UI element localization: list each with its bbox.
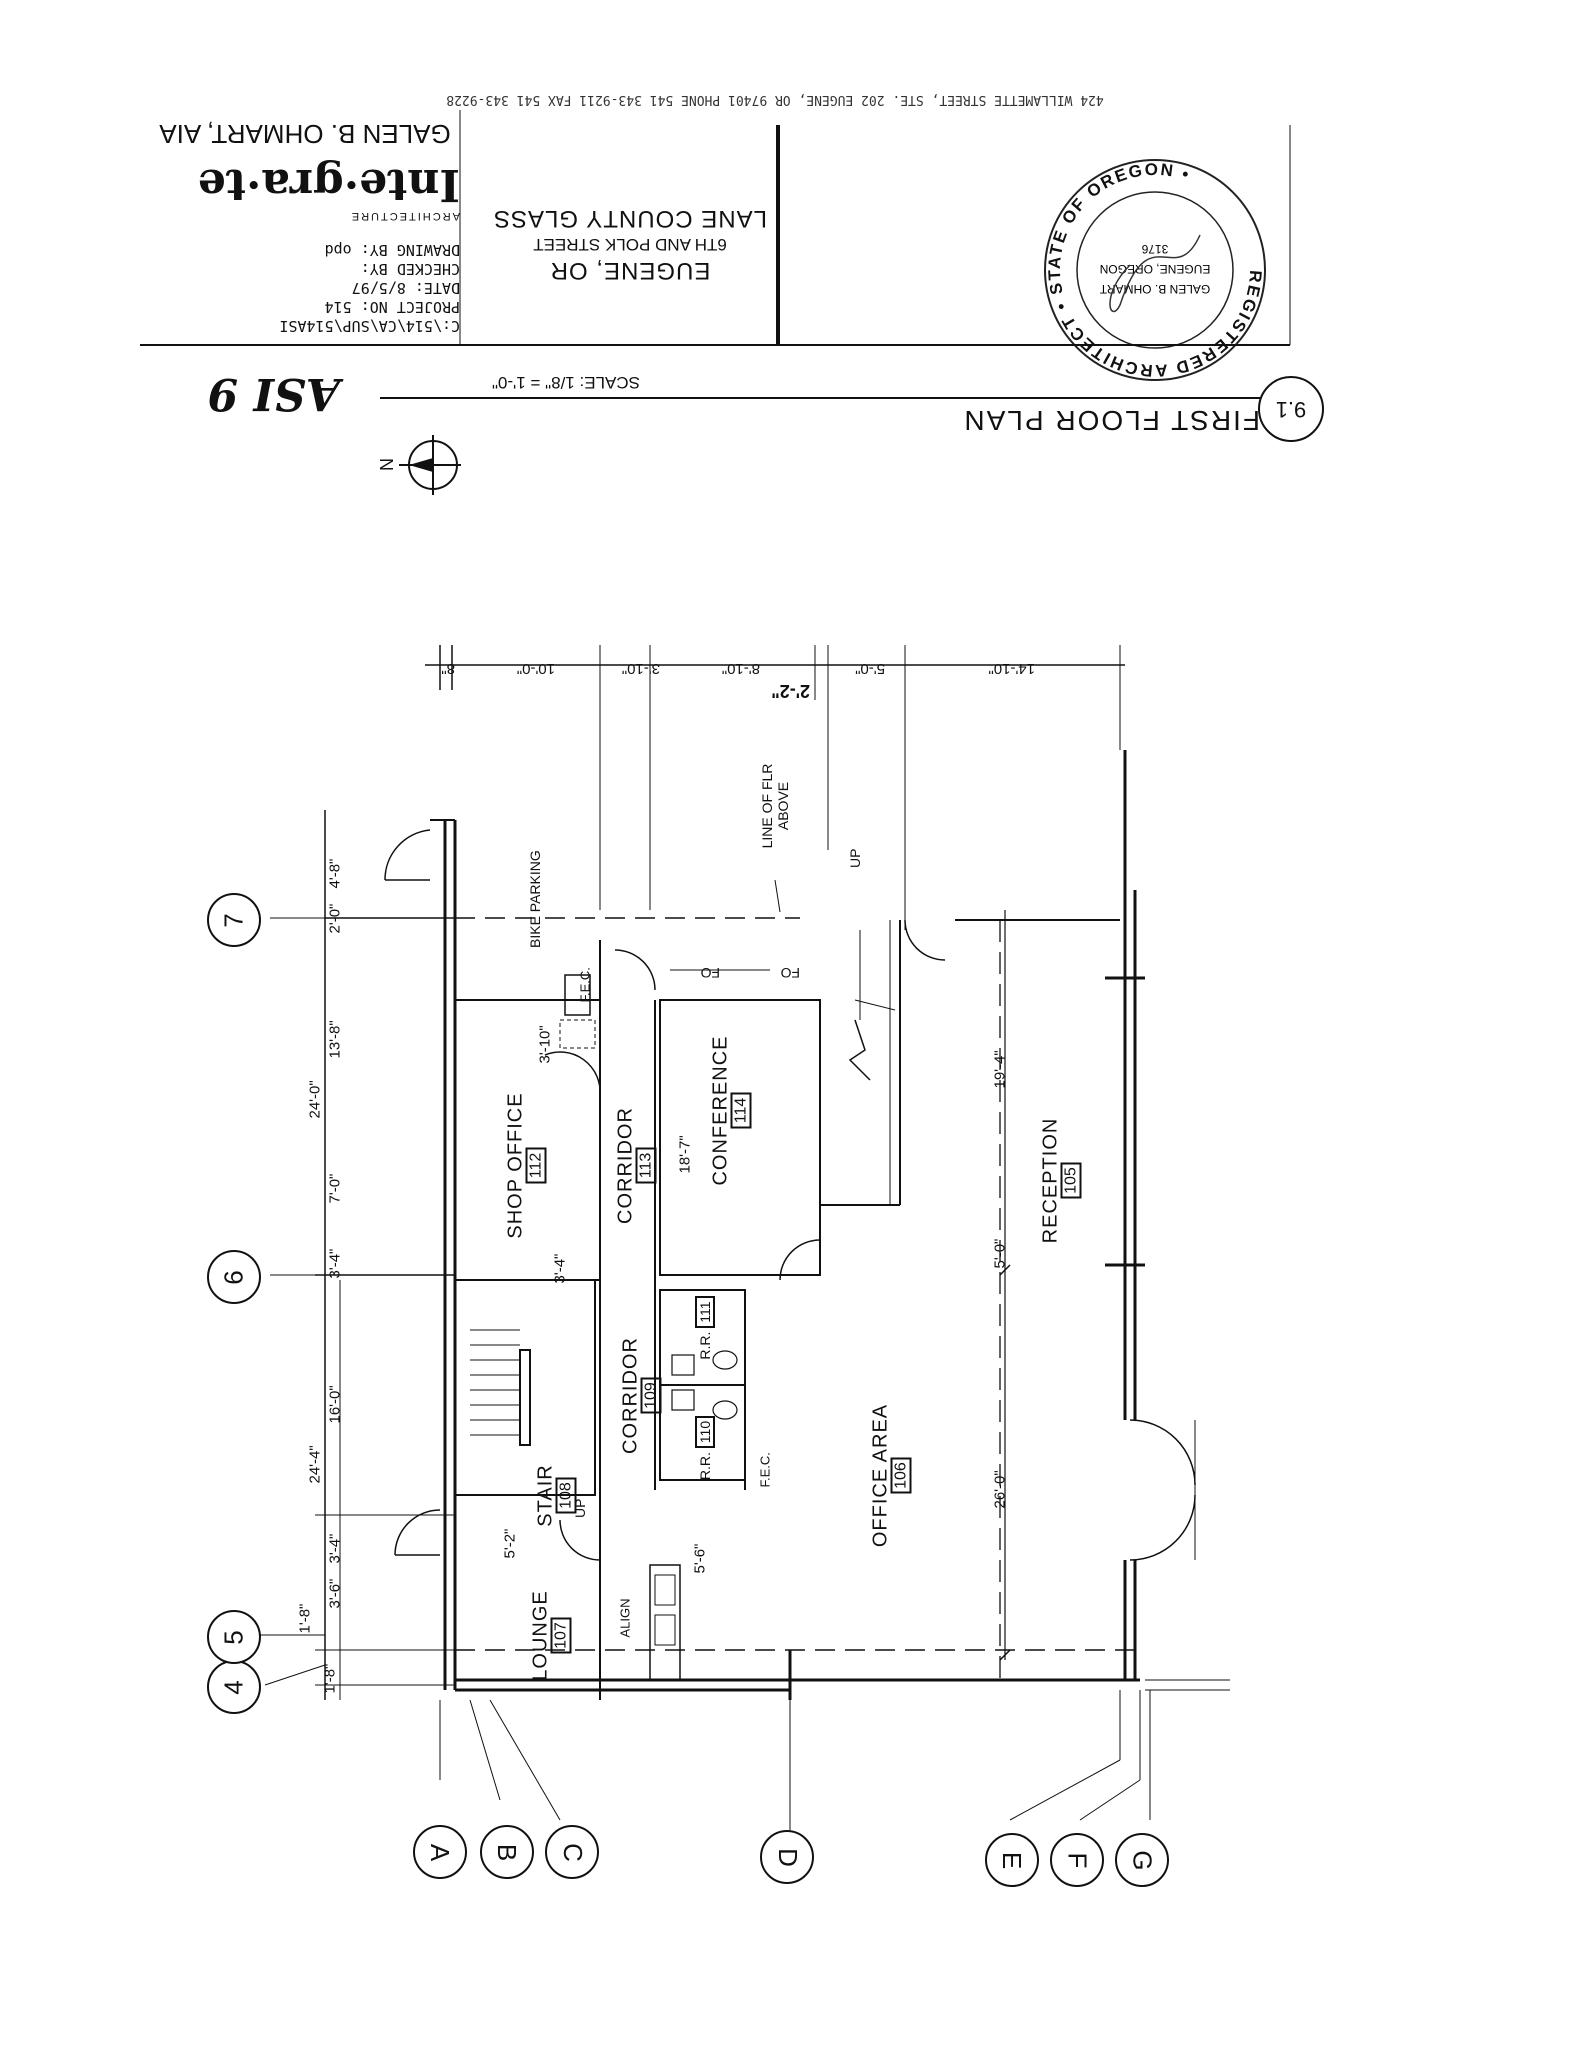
grid-bubble-E: E: [985, 1833, 1039, 1887]
dim-top-3-10: 3'-10": [621, 660, 660, 677]
dim-left-3-4a: 3'-4": [326, 1248, 344, 1279]
line-of-floor-label: LINE OF FLR ABOVE: [759, 763, 791, 849]
room-number: 105: [1060, 1162, 1082, 1199]
room-name: OFFICE AREA: [869, 1403, 892, 1548]
bike-parking-label: BIKE PARKING: [527, 850, 543, 948]
dim-top-14-10: 14'-10": [988, 660, 1035, 677]
up-label-1: UP: [847, 848, 863, 868]
dim-left-13-8: 13'-8": [326, 1020, 344, 1059]
dim-left-1-8b: 1'-8": [321, 1663, 339, 1694]
dim-3-4-corridor: 3'-4": [551, 1253, 569, 1284]
dim-26-0: 26'-0": [991, 1470, 1009, 1509]
fec-label-1: F.E.C.: [577, 967, 593, 1003]
up-label-2: UP: [572, 1498, 588, 1518]
grid-bubble-5: 5: [207, 1610, 261, 1664]
fo-label-1: FO: [700, 965, 720, 981]
dim-left-1-8a: 1'-8": [296, 1603, 314, 1634]
grid-bubble-4: 4: [207, 1660, 261, 1714]
dim-2-2: 2'-2": [771, 681, 810, 701]
room-name: STAIR: [534, 1464, 557, 1527]
room-name: LOUNGE: [529, 1590, 552, 1681]
room-name: SHOP OFFICE: [504, 1092, 527, 1239]
dim-left-2-0: 2'-0": [326, 903, 344, 934]
room-name: CORRIDOR: [614, 1107, 637, 1224]
room-reception: RECEPTION 105: [1039, 1081, 1082, 1281]
dim-left-24-4: 24'-4": [306, 1445, 324, 1484]
room-office-area: OFFICE AREA 106: [869, 1366, 912, 1586]
room-name: CORRIDOR: [619, 1337, 642, 1454]
dim-top-10-0: 10'-0": [516, 660, 555, 677]
north-arrow: N: [377, 430, 465, 500]
room-number: 110: [695, 1415, 715, 1449]
seal-graphic: REGISTERED ARCHITECT • STATE OF OREGON •…: [1044, 159, 1266, 381]
room-stair: STAIR 108: [534, 1431, 577, 1561]
room-lounge: LOUNGE 107: [529, 1566, 572, 1706]
grid-bubble-C: C: [545, 1825, 599, 1879]
dim-5-2: 5'-2": [501, 1528, 519, 1559]
title-block-lines: [140, 110, 1291, 399]
grid-bubble-F: F: [1050, 1833, 1104, 1887]
grid-bubble-A: A: [413, 1825, 467, 1879]
grid-bubble-B: B: [480, 1825, 534, 1879]
room-conference: CONFERENCE 114: [709, 1011, 752, 1211]
room-name: R.R.: [697, 1452, 713, 1481]
room-corridor-109: CORRIDOR 109: [619, 1311, 662, 1481]
grid-bubble-7: 7: [207, 893, 261, 947]
dim-3-10: 3'-10": [536, 1025, 554, 1064]
dim-left-16-0: 16'-0": [326, 1385, 344, 1424]
dim-left-24-0: 24'-0": [306, 1080, 324, 1119]
dim-5-0: 5'-0": [991, 1238, 1009, 1269]
dim-left-3-6: 3'-6": [326, 1578, 344, 1609]
room-number: 111: [695, 1296, 715, 1328]
fec-label-2: F.E.C.: [757, 1452, 773, 1488]
room-number: 114: [730, 1092, 752, 1129]
room-number: 113: [635, 1147, 657, 1184]
room-shop-office: SHOP OFFICE 112: [504, 1071, 547, 1261]
dim-18-7: 18'-7": [676, 1135, 694, 1174]
room-number: 106: [890, 1457, 912, 1494]
room-number: 109: [640, 1377, 662, 1414]
dim-top-8-10: 8'-10": [721, 660, 760, 677]
room-restroom-111: R.R. 111: [695, 1293, 715, 1363]
room-number: 112: [525, 1147, 547, 1184]
seal-city: EUGENE, OREGON: [1100, 262, 1211, 276]
grid-bubble-6: 6: [207, 1250, 261, 1304]
grid-bubble-G: G: [1115, 1833, 1169, 1887]
room-corridor-113: CORRIDOR 113: [614, 1071, 657, 1261]
dim-top-5-0: 5'-0": [855, 660, 885, 677]
align-label: ALIGN: [617, 1598, 633, 1638]
room-name: CONFERENCE: [709, 1035, 732, 1186]
dim-left-7-0: 7'-0": [326, 1173, 344, 1204]
fo-label-2: FO: [780, 965, 800, 981]
dim-5-6: 5'-6": [691, 1543, 709, 1574]
room-restroom-110: R.R. 110: [695, 1413, 715, 1483]
room-name: RECEPTION: [1039, 1117, 1062, 1244]
room-name: R.R.: [697, 1331, 713, 1360]
dim-top-8in: 8": [441, 660, 455, 677]
architect-seal: REGISTERED ARCHITECT • STATE OF OREGON •…: [1040, 155, 1270, 385]
north-arrow-icon: [399, 435, 461, 495]
room-number: 107: [550, 1617, 572, 1654]
seal-number: 3176: [1141, 242, 1168, 256]
grid-bubble-D: D: [760, 1830, 814, 1884]
signature-mark: [1109, 234, 1201, 313]
dim-19-4: 19'-4": [991, 1050, 1009, 1089]
